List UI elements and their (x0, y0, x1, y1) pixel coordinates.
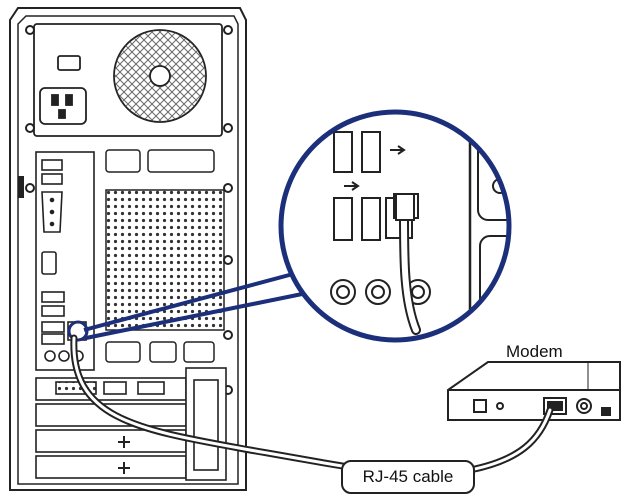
zoom-callout (278, 109, 512, 343)
vent-slots (105, 149, 215, 363)
rj45-cable-label: RJ-45 cable (341, 460, 475, 494)
audio-jack-icon (330, 279, 431, 305)
rear-io-panel (35, 151, 95, 371)
audio-jack-icon (44, 350, 84, 362)
power-socket-icon (39, 87, 87, 125)
zoom-cable (395, 193, 421, 335)
power-supply (33, 23, 223, 137)
vga-port-icon (41, 191, 63, 233)
usb-icon (333, 131, 406, 241)
modem (447, 361, 621, 421)
hdmi-port-icon (41, 251, 57, 275)
usb-icon (41, 159, 63, 185)
expansion-slots (35, 367, 227, 481)
callout-lines (67, 268, 313, 342)
usb-icon (41, 291, 65, 345)
modem-label: Modem (506, 342, 563, 361)
fan-grille-icon (113, 29, 207, 123)
side-latch (18, 176, 24, 198)
